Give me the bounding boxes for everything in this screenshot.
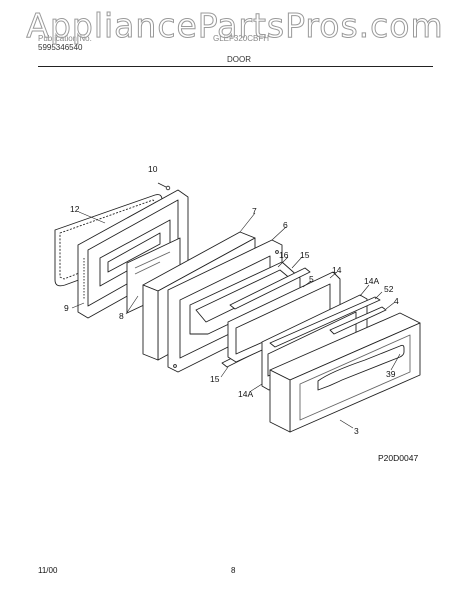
part-outer-door-panel [269,312,421,433]
leader-lines [71,211,401,429]
callout-7: 7 [252,206,257,216]
callout-3: 3 [354,426,359,436]
header-rule [38,66,433,67]
part-door-trim [269,296,387,348]
callout-52: 52 [384,284,394,294]
diagram-code: P20D0047 [378,453,419,463]
publication-number: 5995346540 [38,43,83,52]
part-screw [157,182,171,191]
callout-8: 8 [119,311,124,321]
part-door-handle [317,344,405,391]
callout-39: 39 [386,369,396,379]
section-title: DOOR [227,55,251,64]
publication-label: Publication No. [38,34,92,43]
footer-date: 11/00 [38,566,58,575]
callout-4: 4 [394,296,399,306]
callout-12: 12 [70,204,80,214]
callout-5: 5 [309,274,314,284]
callout-15-top: 15 [300,250,310,260]
model-number: GLEF320CBFH [213,34,270,43]
callout-14a-bottom: 14A [238,389,253,399]
callout-10: 10 [148,164,158,174]
callout-16: 16 [279,250,289,260]
callout-14: 14 [332,265,342,275]
callout-15-bottom: 15 [210,374,220,384]
callout-14a-top: 14A [364,276,379,286]
part-inner-door-liner [77,189,189,319]
callout-9: 9 [64,303,69,313]
page-number: 8 [231,566,236,575]
callout-6: 6 [283,220,288,230]
